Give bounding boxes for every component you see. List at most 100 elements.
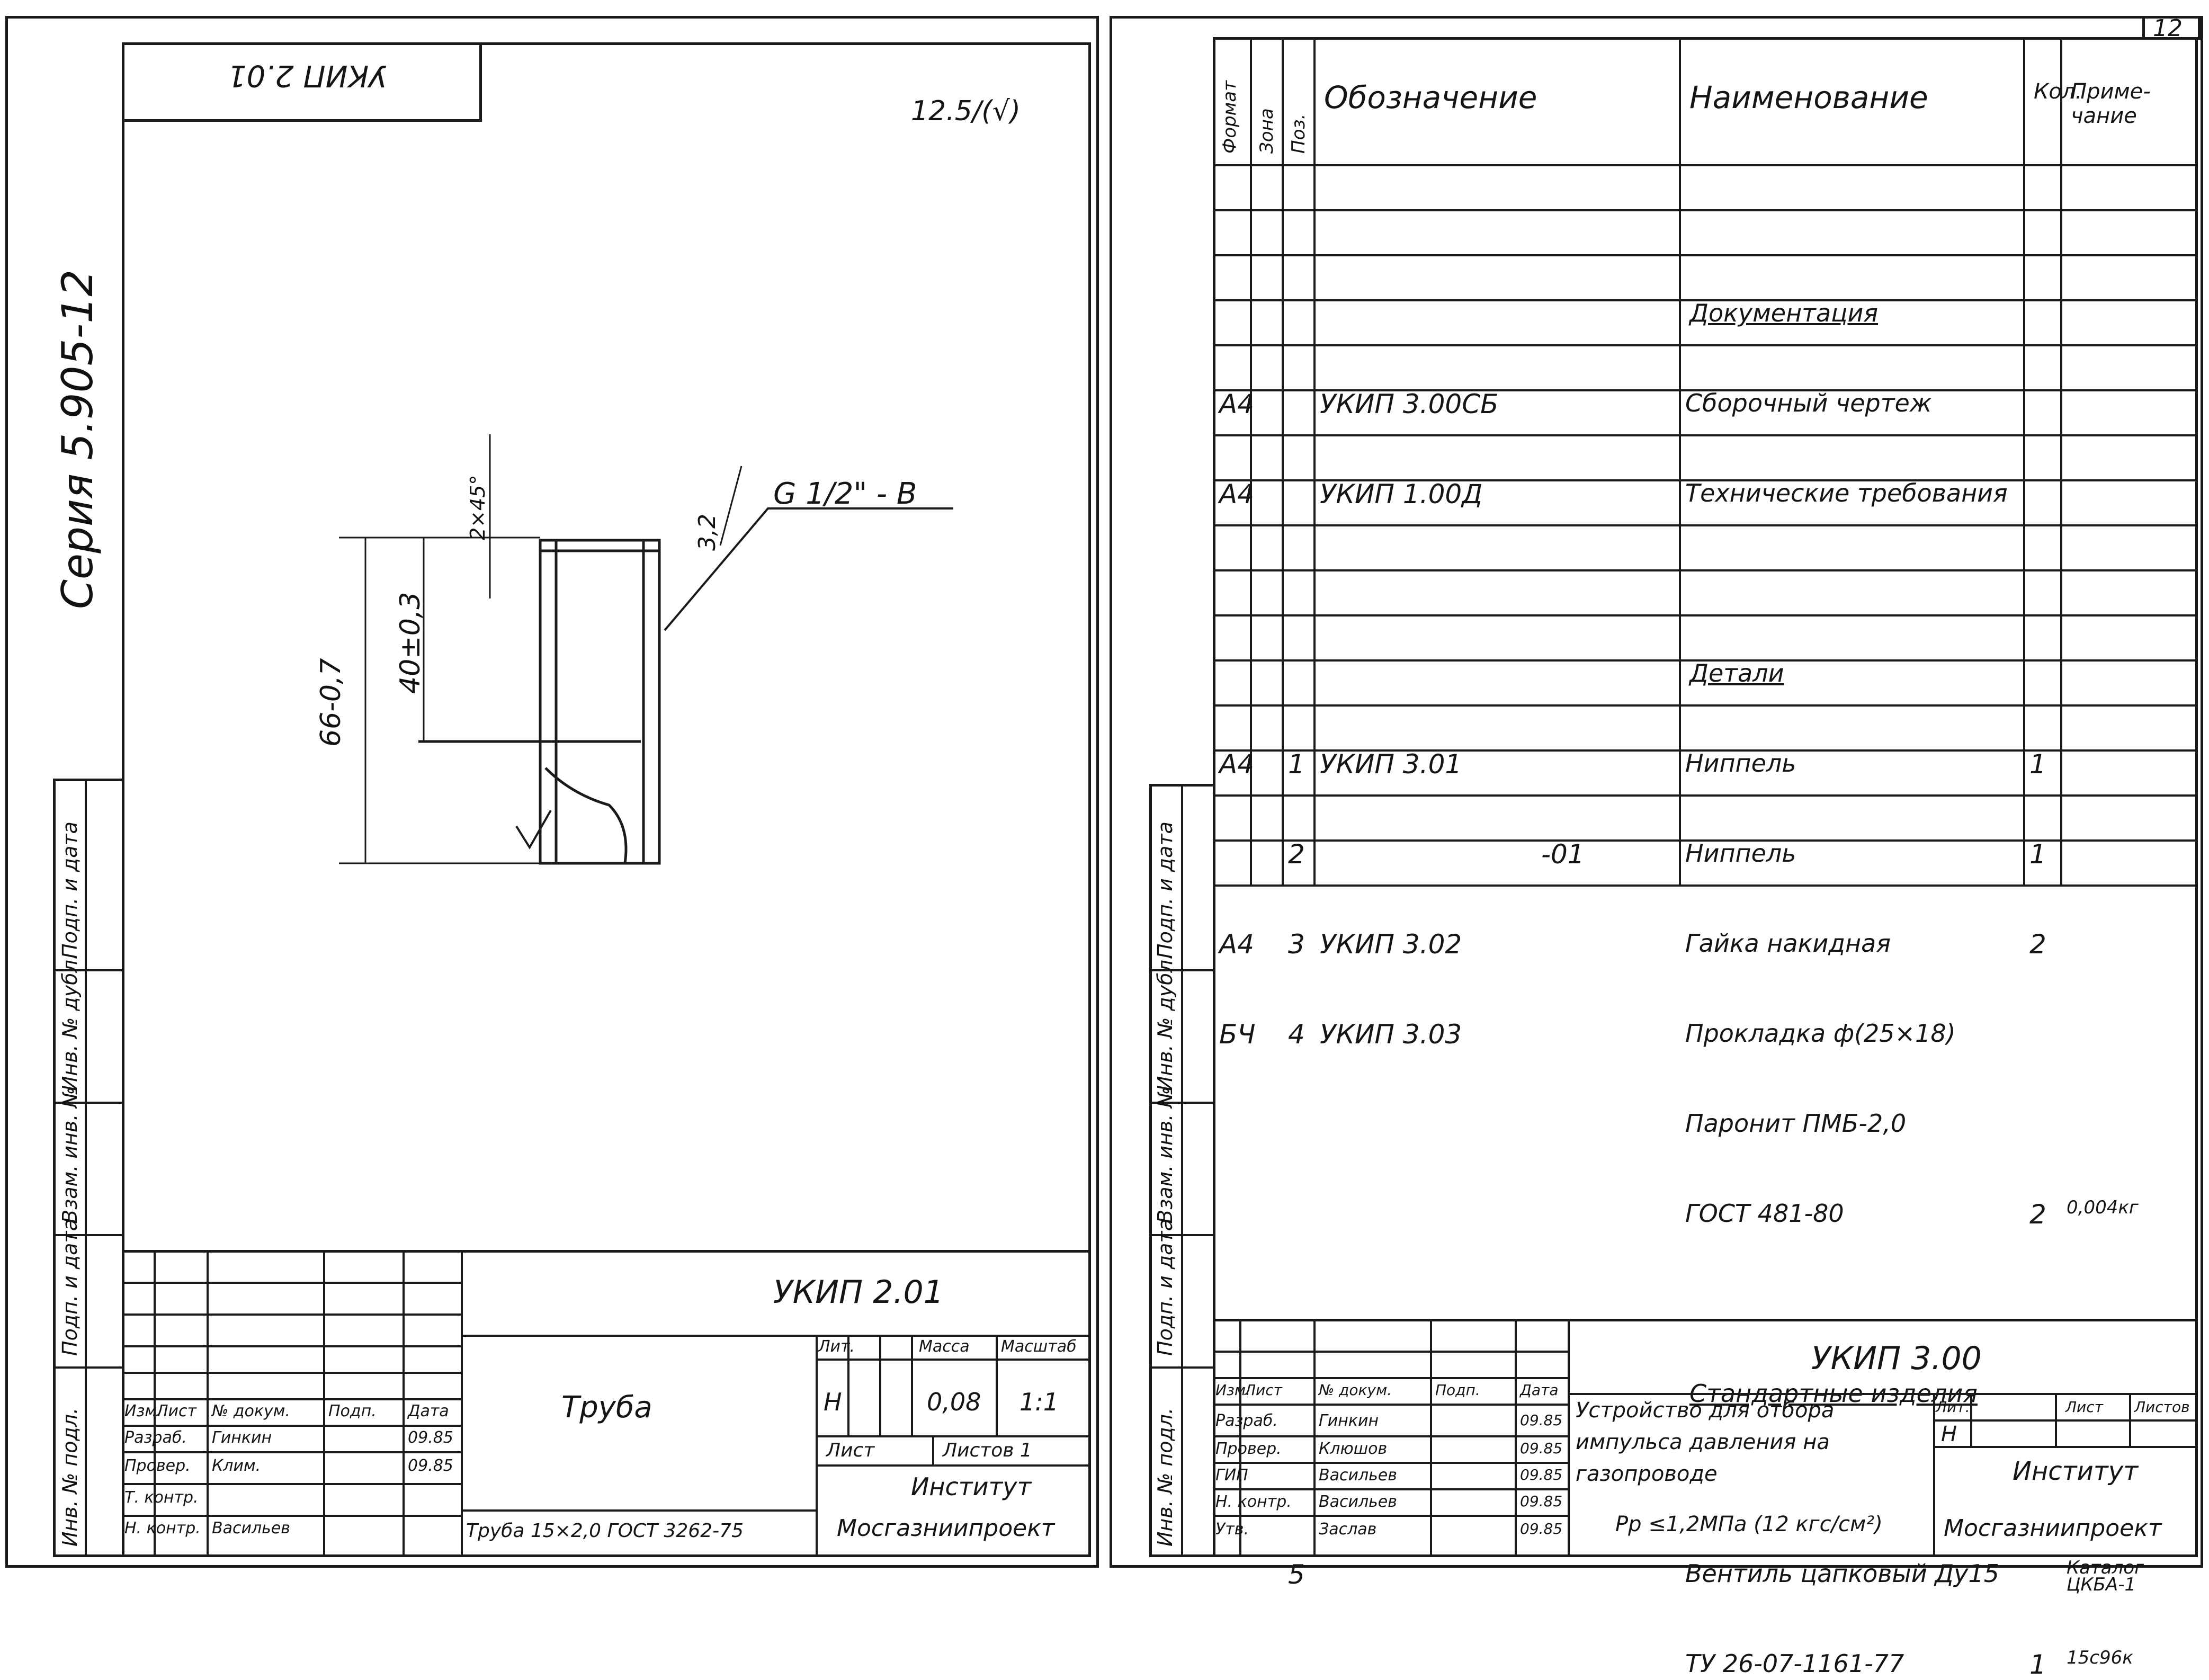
right-col-sign: Подп.: [1435, 1381, 1480, 1399]
right-row-gip-name: Васильев: [1319, 1466, 1397, 1485]
spec-cell-qty: 1: [2029, 1649, 2046, 1680]
spec-cell-pos: 3: [1288, 929, 1305, 960]
spec-header-fmt: Формат: [1219, 81, 1240, 154]
spec-cell-pos: 2: [1288, 839, 1305, 870]
left-row-nkontr: Н. контр.: [124, 1519, 201, 1538]
right-org-2: Мосгазниипроект: [1944, 1515, 2162, 1542]
roughness-symbol: 12.5/(√): [911, 95, 1021, 127]
left-mass-header: Масса: [919, 1337, 970, 1356]
spec-cell-pos: 4: [1288, 1019, 1305, 1050]
sheet-number-box: [2142, 16, 2201, 40]
spec-cell-code: УКИП 3.00СБ: [1320, 389, 1499, 419]
spec-cell-qty: 1: [2029, 749, 2046, 780]
spec-cell-name: Технические требования: [1685, 479, 2008, 507]
dim-66: 66-0,7: [315, 658, 347, 747]
right-side-label-5: Подп. и дата: [1153, 821, 1177, 959]
right-row-utv-name: Заслав: [1319, 1520, 1377, 1539]
left-col-sign: Подп.: [328, 1402, 377, 1420]
spec-cell-format: БЧ: [1219, 1019, 1256, 1050]
spec-cell-name: Прокладка ф(25×18): [1685, 1019, 1956, 1048]
spec-cell-format: А4: [1219, 929, 1255, 960]
left-row-prover-date: 09.85: [408, 1456, 453, 1475]
left-col-list: Лист: [156, 1402, 197, 1420]
spec-cell-format: А4: [1219, 389, 1255, 419]
thread-label: G 1/2" - B: [773, 477, 917, 511]
left-sheet-label: Лист: [826, 1440, 875, 1461]
right-row-prover-name: Клюшов: [1319, 1440, 1388, 1458]
right-org-1: Институт: [2013, 1456, 2139, 1486]
spec-cell-name: Ниппель: [1685, 839, 1796, 868]
right-side-label-4: Инв. № дубл.: [1153, 953, 1177, 1091]
left-row-razrab: Разраб.: [124, 1428, 187, 1447]
spec-cell-name: Паронит ПМБ-2,0: [1685, 1109, 1907, 1138]
spec-row: Стандартные изделия: [1213, 704, 2198, 1408]
right-sheet: [1110, 16, 2203, 1568]
spec-cell-format: А4: [1219, 749, 1255, 780]
right-lit-header: Лит.: [1936, 1398, 1970, 1416]
left-top-label-box: [122, 42, 482, 122]
right-name-line-4: Рр ≤1,2МПа (12 кгс/см²): [1615, 1512, 1883, 1536]
right-side-label-1: Инв. № подл.: [1153, 1407, 1177, 1547]
right-name-line-1: Устройство для отбора: [1576, 1398, 1835, 1423]
left-row-nkontr-name: Васильев: [212, 1519, 290, 1538]
left-lit-value: Н: [824, 1388, 842, 1416]
right-sheet-header: Лист: [2065, 1398, 2103, 1416]
spec-cell-format: А4: [1219, 479, 1255, 510]
right-col-izm: Изм.: [1215, 1381, 1250, 1399]
spec-header-zone: Зона: [1256, 108, 1277, 154]
right-col-date: Дата: [1520, 1381, 1559, 1399]
spec-cell-code: УКИП 1.00Д: [1320, 479, 1483, 510]
right-row-nkontr: Н. контр.: [1215, 1493, 1292, 1511]
left-material: Труба 15×2,0 ГОСТ 3262-75: [466, 1520, 744, 1542]
left-org-2: Мосгазниипроект: [837, 1515, 1055, 1542]
left-side-stub: [53, 779, 124, 1557]
spec-cell-note: 0,004кг: [2067, 1197, 2139, 1218]
left-row-razrab-date: 09.85: [408, 1428, 453, 1447]
right-name-line-3: газопроводе: [1576, 1462, 1718, 1486]
spec-row: Паронит ПМБ-2,0: [1213, 569, 2198, 1138]
spec-row: [1213, 659, 2198, 704]
spec-cell-code: УКИП 3.03: [1320, 1019, 1462, 1050]
left-title-block: [122, 1250, 1091, 1557]
spec-row: Документация: [1213, 164, 2198, 327]
spec-cell-pos: 5: [1288, 1559, 1305, 1590]
left-row-prover: Провер.: [124, 1456, 191, 1475]
spec-row: [1213, 749, 2198, 794]
right-row-gip: ГИП: [1215, 1466, 1248, 1485]
spec-cell-qty: 2: [2029, 929, 2046, 960]
left-sheet: [5, 16, 1099, 1568]
right-row-nkontr-name: Васильев: [1319, 1493, 1397, 1511]
left-row-razrab-name: Гинкин: [212, 1428, 272, 1447]
spec-cell-pos: 1: [1288, 749, 1305, 780]
spec-row: БЧ 4 УКИП 3.03 Прокладка ф(25×18): [1213, 524, 2198, 1050]
right-col-list: Лист: [1245, 1381, 1282, 1399]
left-lit-header: Лит.: [818, 1337, 855, 1356]
spec-cell-name: Документация: [1689, 299, 1879, 327]
right-side-label-2: Подп. и дата: [1153, 1219, 1177, 1356]
left-mass-value: 0,08: [927, 1388, 981, 1416]
spec-cell-name: Гайка накидная: [1685, 929, 1891, 958]
right-row-razrab: Разраб.: [1215, 1411, 1278, 1430]
sheet-number: 12: [2153, 15, 2183, 42]
spec-cell-name: Вентиль цапковый Ду15: [1685, 1559, 1999, 1588]
right-row-razrab-name: Гинкин: [1319, 1411, 1379, 1430]
left-col-doc: № докум.: [212, 1402, 290, 1420]
left-doc-code: УКИП 2.01: [773, 1274, 944, 1311]
right-row-utv: Утв.: [1215, 1520, 1249, 1539]
right-row-utv-date: 09.85: [1520, 1520, 1563, 1538]
left-side-divider: [85, 779, 87, 1557]
spec-cell-code: УКИП 3.01: [1320, 749, 1462, 780]
spec-cell-qty: 1: [2029, 839, 2046, 870]
spec-cell-name: ГОСТ 481-80: [1685, 1199, 1844, 1228]
left-sheets-label: Листов 1: [943, 1440, 1032, 1461]
spec-cell-note: 15с96к: [2067, 1647, 2133, 1668]
left-col-izm: Изм.: [124, 1402, 162, 1420]
spec-header-code: Обозначение: [1324, 79, 1537, 115]
right-row-prover-date: 09.85: [1520, 1440, 1563, 1457]
